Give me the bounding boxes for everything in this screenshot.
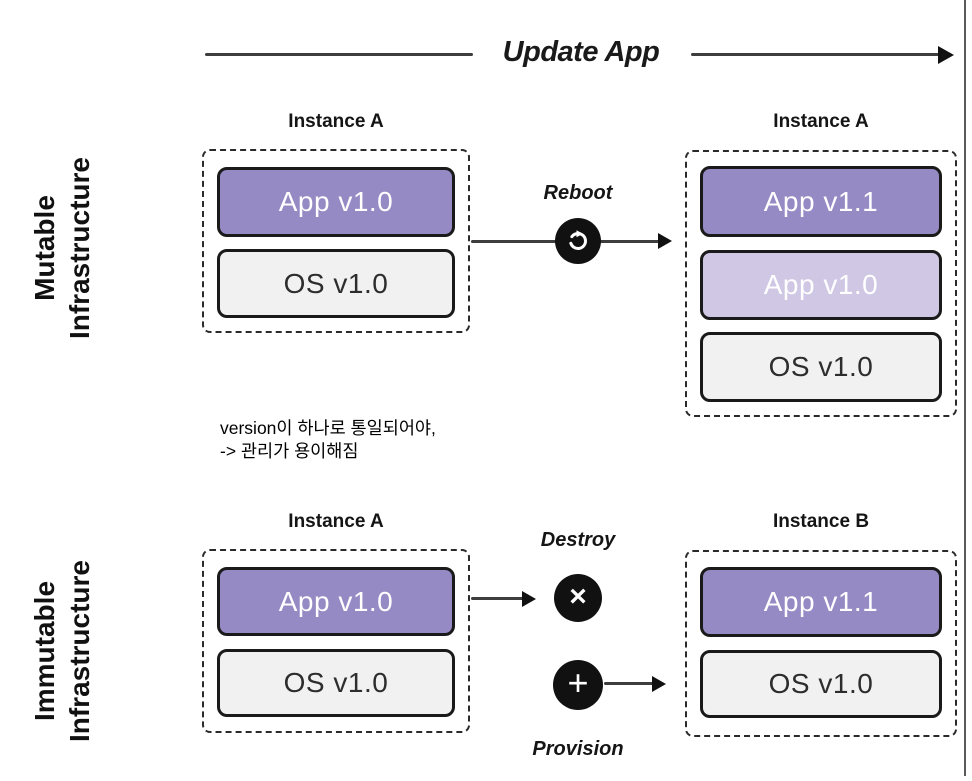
box-label: OS v1.0 — [283, 267, 389, 299]
immutable-left-os-box: OS v1.0 — [217, 649, 455, 717]
page-right-border — [964, 0, 966, 776]
mutable-left-instance-box — [202, 149, 470, 333]
refresh-icon — [569, 230, 587, 250]
box-label: OS v1.0 — [283, 667, 389, 698]
immutable-infrastructure-label: Immutable Infrastructure — [27, 521, 97, 781]
immutable-left-instance-title: Instance A — [288, 511, 384, 532]
mutable-infrastructure-label: Mutable Infrastructure — [27, 118, 97, 378]
provision-arrow-head-icon — [652, 675, 666, 692]
update-arrow-line-left — [205, 53, 473, 56]
box-label: App v1.0 — [763, 269, 879, 300]
immutable-left-app-box: App v1.0 — [217, 567, 455, 636]
reboot-circle — [555, 218, 601, 264]
mutable-right-app-v11-box: App v1.1 — [700, 166, 942, 237]
side-label-line: Infrastructure — [64, 559, 95, 743]
version-note-line2: -> 관리가 용이해짐 — [220, 441, 359, 461]
side-label-line: Immutable — [29, 580, 60, 722]
box-label: OS v1.0 — [768, 668, 874, 699]
immutable-right-instance-title: Instance B — [772, 511, 870, 532]
box-label: App v1.1 — [763, 185, 879, 217]
mutable-right-os-box: OS v1.0 — [700, 332, 942, 402]
provision-circle: + — [553, 660, 603, 710]
destroy-circle: × — [554, 574, 602, 622]
update-app-title: Update App — [502, 36, 660, 68]
destroy-label: Destroy — [540, 529, 616, 551]
reboot-arrow-head-icon — [658, 232, 672, 249]
mutable-left-app-box: App v1.0 — [217, 167, 455, 237]
box-label: OS v1.0 — [768, 351, 874, 382]
mutable-left-os-box: OS v1.0 — [217, 249, 455, 318]
box-label: App v1.0 — [278, 585, 394, 617]
provision-label: Provision — [532, 738, 624, 760]
mutable-right-instance-box — [685, 150, 957, 417]
mutable-right-app-v10-box: App v1.0 — [700, 250, 942, 320]
box-label: App v1.0 — [278, 186, 394, 217]
update-arrow-head-icon — [938, 45, 954, 64]
destroy-arrow-head-icon — [522, 590, 536, 607]
immutable-right-app-box: App v1.1 — [700, 567, 942, 637]
x-icon: × — [569, 579, 587, 613]
update-arrow-line-right — [691, 53, 939, 56]
box-label: App v1.1 — [763, 586, 879, 617]
version-note: version이 하나로 통일되어야, -> 관리가 용이해짐 — [220, 417, 436, 463]
immutable-left-instance-box — [202, 549, 470, 733]
destroy-arrow-line — [471, 597, 524, 600]
reboot-label: Reboot — [543, 182, 613, 204]
provision-arrow-line — [604, 682, 654, 685]
immutable-right-os-box: OS v1.0 — [700, 650, 942, 718]
mutable-right-instance-title: Instance A — [773, 111, 869, 132]
version-note-line1: version이 하나로 통일되어야, — [220, 418, 436, 438]
immutable-right-instance-box — [685, 550, 957, 737]
mutable-left-instance-title: Instance A — [288, 111, 384, 132]
side-label-line: Infrastructure — [64, 156, 95, 340]
plus-icon: + — [567, 662, 589, 703]
side-label-line: Mutable — [29, 195, 60, 301]
